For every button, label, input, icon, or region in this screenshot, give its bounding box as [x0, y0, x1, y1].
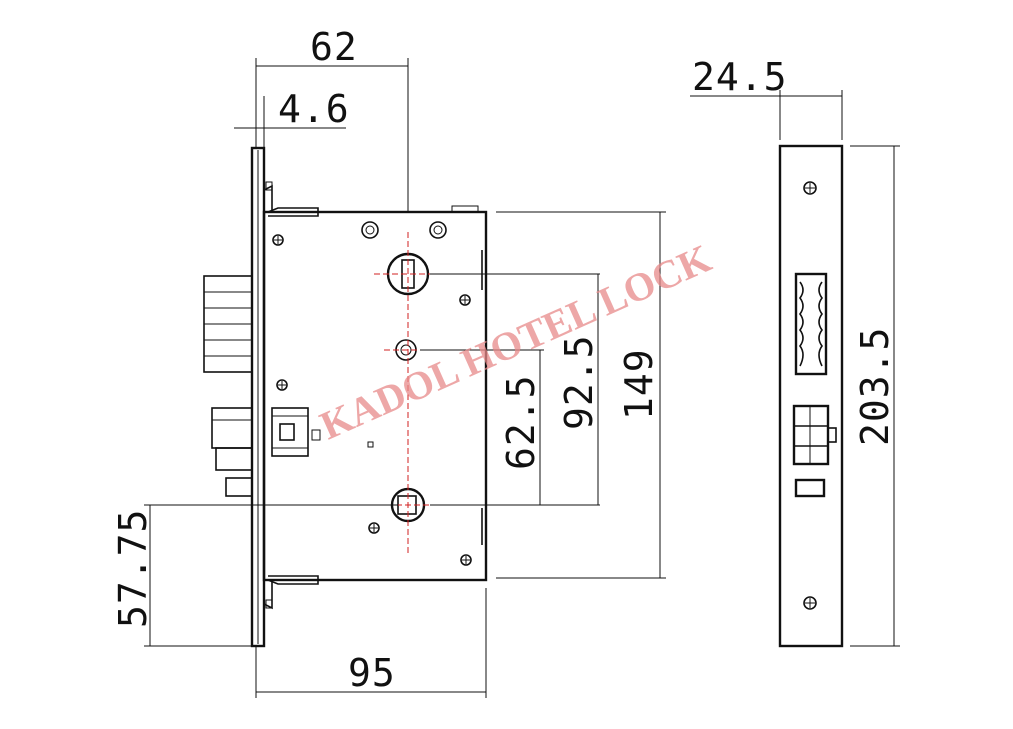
dim-57-75: 57.75: [111, 509, 155, 628]
latch-slot: [792, 404, 830, 466]
latch-bolt: [211, 407, 253, 497]
dim-203-5: 203.5: [853, 327, 897, 446]
faceplate-front: [778, 144, 844, 648]
faceplate-front-view: [778, 144, 844, 648]
screw-icon: [272, 234, 472, 566]
dim-149: 149: [617, 348, 661, 420]
deadbolt: [203, 275, 253, 373]
dimension-lines: [144, 58, 666, 698]
dim-95: 95: [348, 651, 396, 695]
mount-tab-bottom: [263, 582, 273, 610]
dim-24-5: 24.5: [692, 55, 788, 99]
deadbolt-slot: [794, 272, 828, 376]
dim-92-5: 92.5: [557, 334, 601, 430]
faceplate-dimension-lines: [690, 90, 900, 647]
dim-62-5: 62.5: [499, 374, 543, 470]
dim-4-6: 4.6: [278, 87, 350, 131]
dim-62: 62: [310, 25, 358, 69]
latch-mechanism: [271, 407, 374, 457]
mount-tab-top: [263, 184, 273, 212]
small-slot: [794, 478, 826, 498]
lock-case: [262, 210, 488, 582]
lock-body-view: [203, 146, 488, 648]
